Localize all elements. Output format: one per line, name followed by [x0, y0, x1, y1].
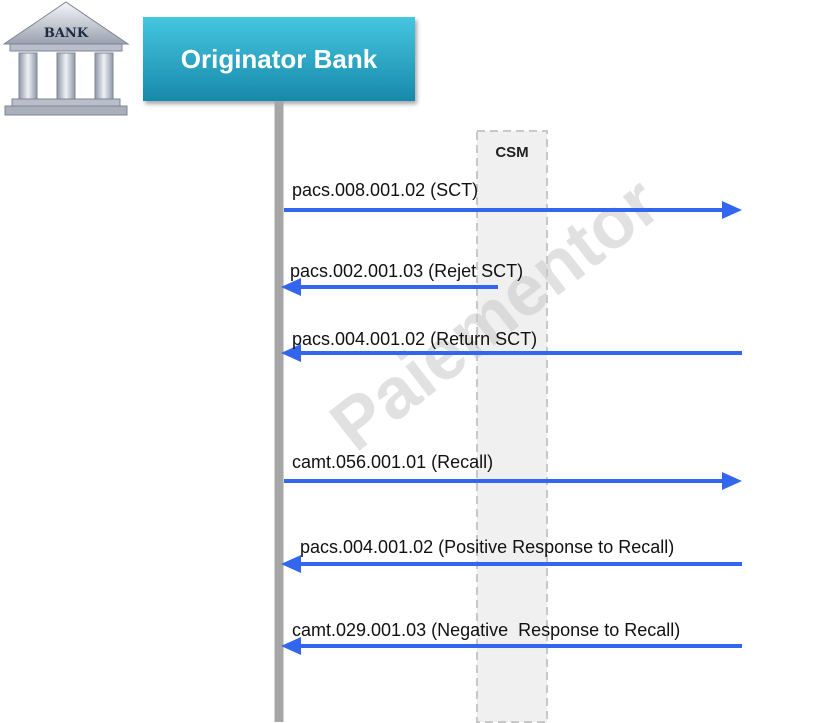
csm-column: CSM: [476, 130, 548, 723]
arrowhead-left-icon: [281, 344, 301, 362]
message-row: pacs.002.001.03 (Rejet SCT): [281, 261, 523, 296]
message-label: pacs.004.001.02 (Return SCT): [292, 329, 537, 349]
message-row: pacs.008.001.02 (SCT): [284, 180, 742, 219]
csm-label: CSM: [495, 144, 528, 161]
message-row: pacs.004.001.02 (Return SCT): [281, 329, 742, 362]
originator-bank-header: Originator Bank: [143, 17, 415, 101]
arrowhead-left-icon: [281, 278, 301, 296]
arrowhead-right-icon: [722, 472, 742, 490]
arrowhead-left-icon: [281, 637, 301, 655]
message-row: camt.029.001.03 (Negative Response to Re…: [281, 620, 742, 655]
message-row: pacs.004.001.02 (Positive Response to Re…: [281, 537, 742, 573]
message-label: pacs.008.001.02 (SCT): [292, 180, 478, 200]
message-label: pacs.004.001.02 (Positive Response to Re…: [300, 537, 674, 557]
arrowhead-left-icon: [281, 555, 301, 573]
message-label: camt.029.001.03 (Negative Response to Re…: [292, 620, 680, 640]
bank-icon: BANK: [2, 1, 130, 116]
message-label: camt.056.001.01 (Recall): [292, 452, 493, 472]
arrowhead-right-icon: [722, 201, 742, 219]
message-label: pacs.002.001.03 (Rejet SCT): [290, 261, 523, 281]
message-row: camt.056.001.01 (Recall): [284, 452, 742, 490]
bank-icon-label: BANK: [44, 26, 89, 41]
originator-bank-title: Originator Bank: [181, 44, 378, 74]
